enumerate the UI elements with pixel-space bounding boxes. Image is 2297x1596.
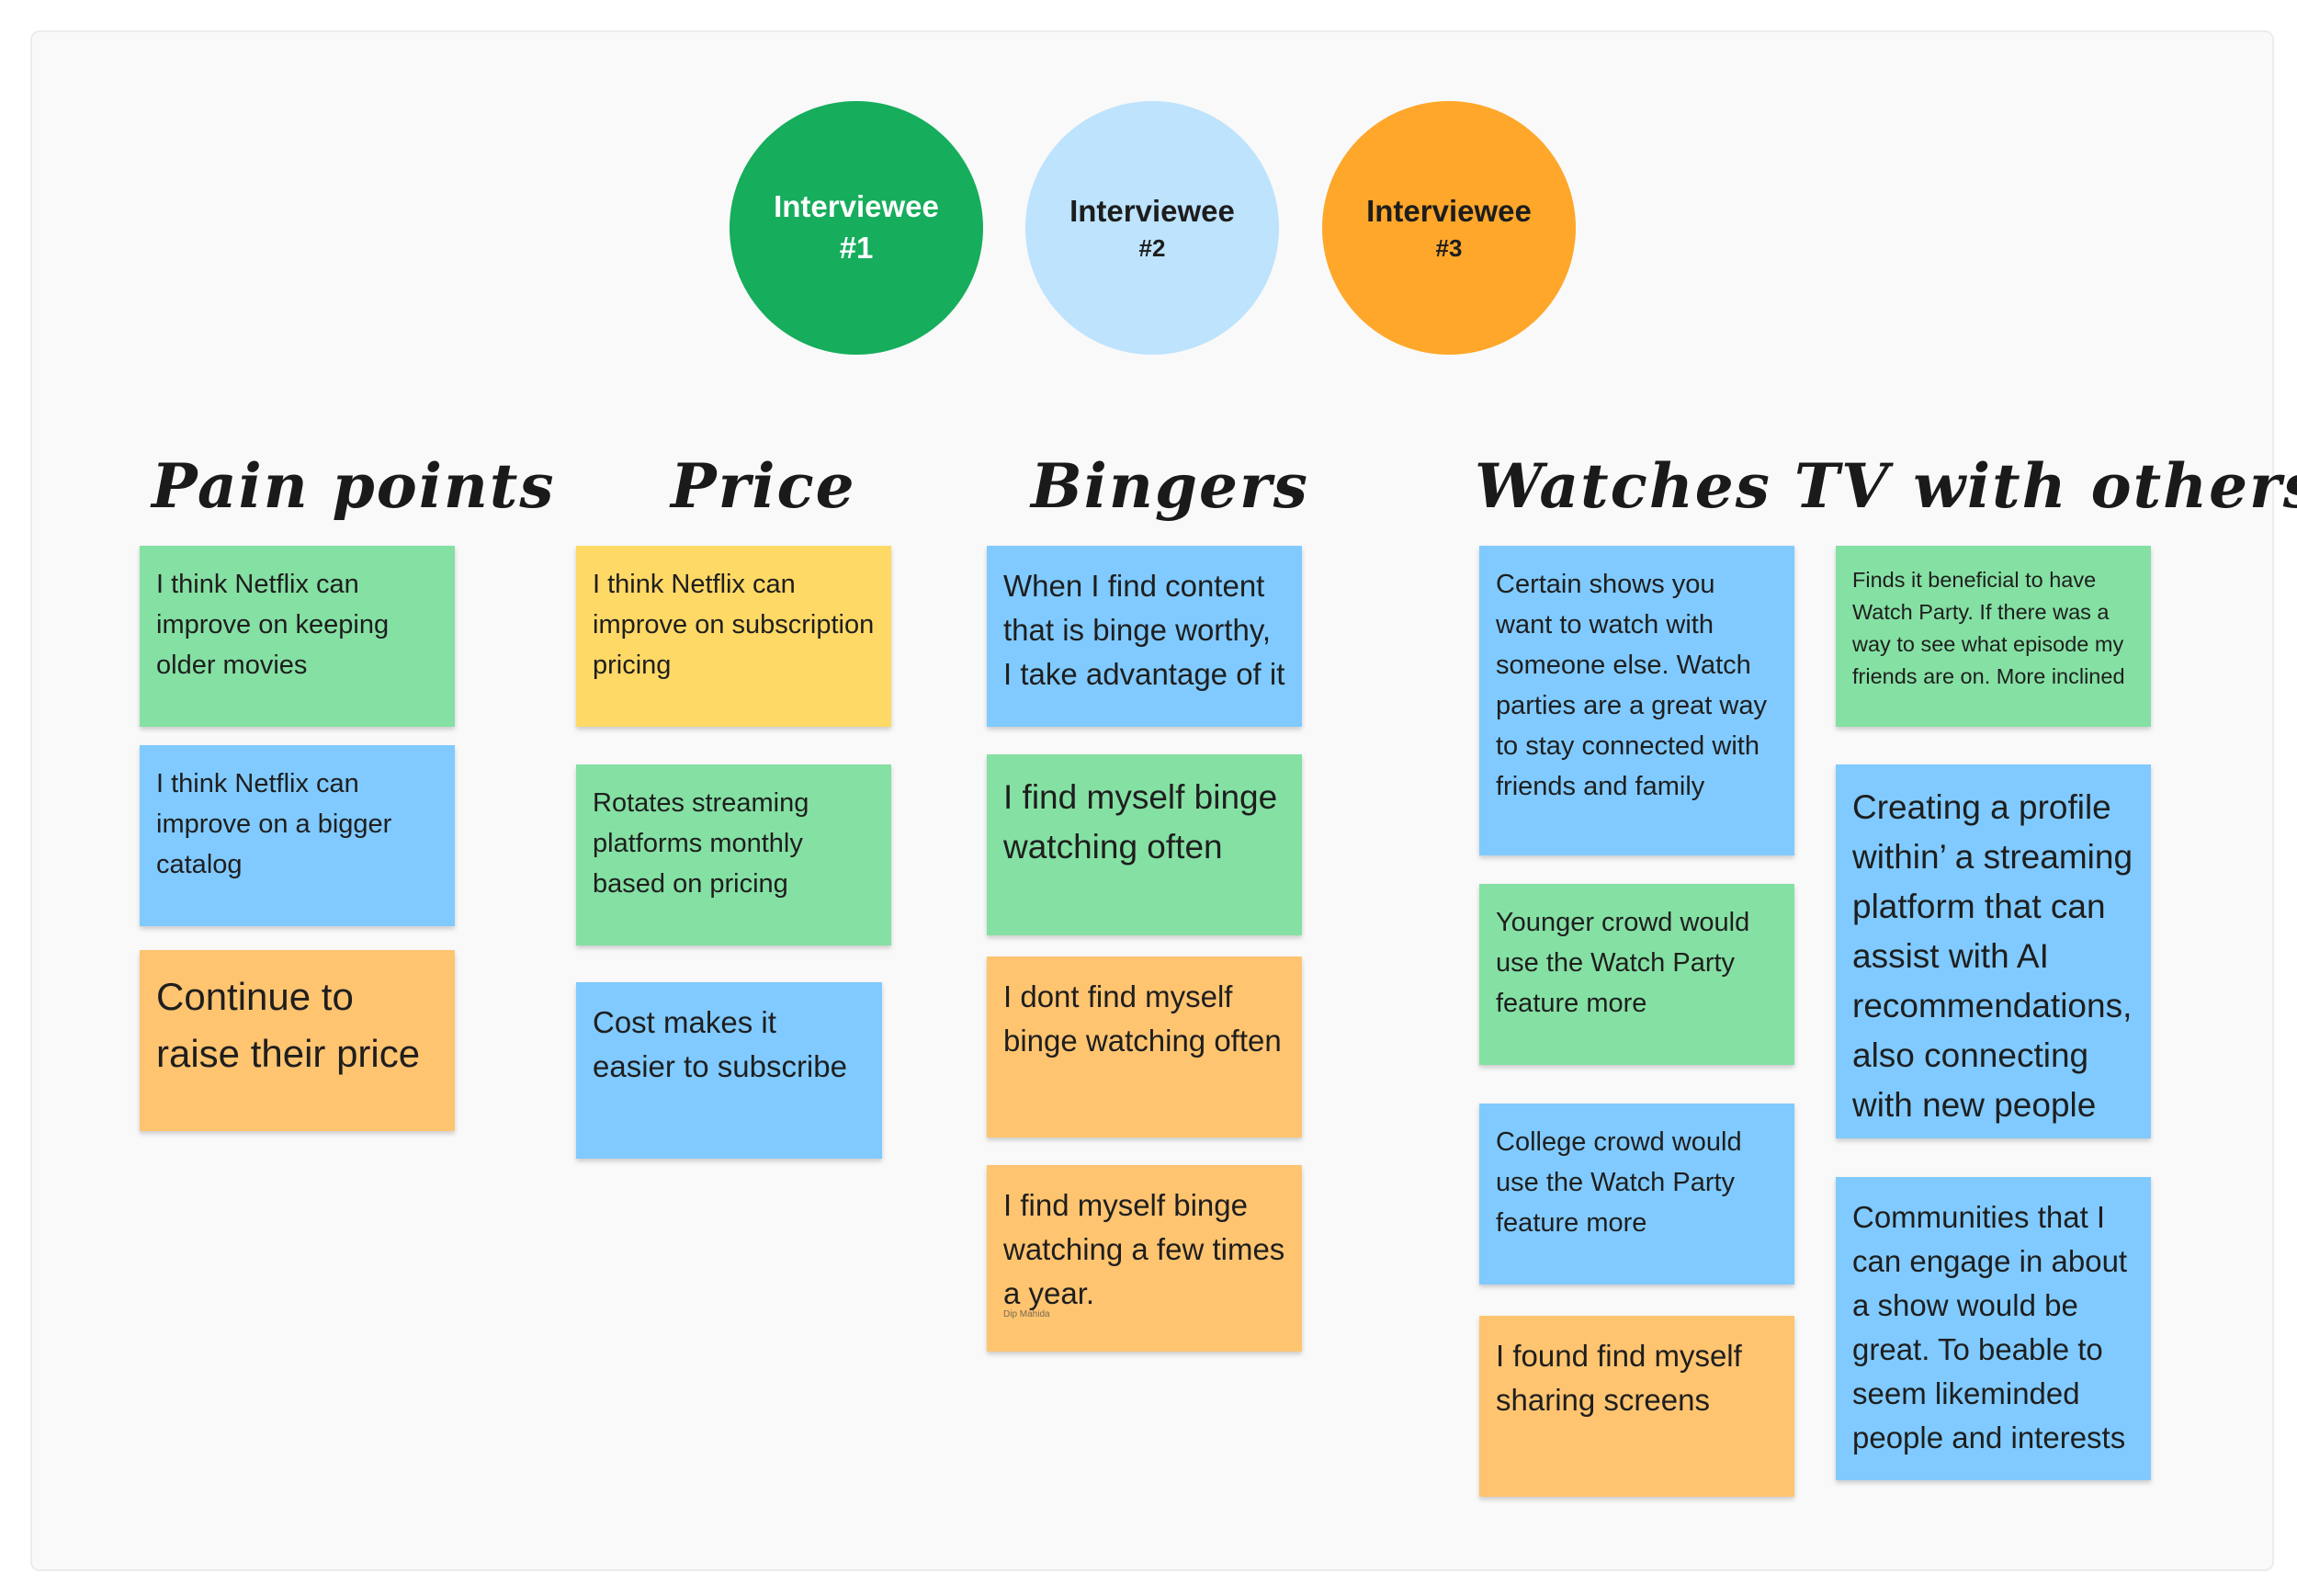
sticky-note[interactable]: Communities that I can engage in about a… <box>1836 1177 2151 1480</box>
interviewee-number: #1 <box>839 231 874 265</box>
sticky-note[interactable]: I think Netflix can improve on keeping o… <box>140 546 455 727</box>
heading-price[interactable]: Price <box>671 450 856 522</box>
interviewee-1-circle[interactable]: Interviewee #1 <box>730 101 983 355</box>
sticky-note[interactable]: College crowd would use the Watch Party … <box>1479 1104 1794 1285</box>
sticky-note-text: Certain shows you want to watch with som… <box>1496 570 1767 801</box>
sticky-note-text: When I find content that is binge worthy… <box>1003 569 1285 691</box>
sticky-note[interactable]: I think Netflix can improve on a bigger … <box>140 745 455 926</box>
sticky-note-text: I find myself binge watching often <box>1003 778 1278 866</box>
sticky-note[interactable]: Younger crowd would use the Watch Party … <box>1479 884 1794 1065</box>
sticky-note[interactable]: Certain shows you want to watch with som… <box>1479 546 1794 855</box>
interviewee-number: #3 <box>1435 233 1463 262</box>
sticky-note[interactable]: Continue to raise their price <box>140 950 455 1131</box>
sticky-note[interactable]: I found find myself sharing screens <box>1479 1316 1794 1497</box>
sticky-note-text: I dont find myself binge watching often <box>1003 979 1282 1058</box>
sticky-note-text: College crowd would use the Watch Party … <box>1496 1127 1742 1238</box>
heading-watches-tv-with-others[interactable]: Watches TV with others <box>1475 450 2297 522</box>
sticky-note[interactable]: When I find content that is binge worthy… <box>987 546 1302 727</box>
sticky-note[interactable]: I think Netflix can improve on subscript… <box>576 546 891 727</box>
sticky-note-text: Creating a profile within’ a streaming p… <box>1852 788 2133 1124</box>
sticky-note[interactable]: Cost makes it easier to subscribe <box>576 982 882 1159</box>
sticky-note[interactable]: Creating a profile within’ a streaming p… <box>1836 764 2151 1138</box>
interviewee-label: Interviewee <box>774 189 939 224</box>
interviewee-label: Interviewee <box>1366 194 1532 229</box>
heading-bingers[interactable]: Bingers <box>1031 450 1309 522</box>
sticky-note-text: I find myself binge watching a few times… <box>1003 1188 1285 1310</box>
sticky-note-text: I think Netflix can improve on keeping o… <box>156 570 390 680</box>
interviewee-number: #2 <box>1138 233 1166 262</box>
sticky-note-text: I think Netflix can improve on a bigger … <box>156 769 392 879</box>
sticky-note-text: Cost makes it easier to subscribe <box>593 1005 847 1083</box>
sticky-note-author: Dip Mahida <box>1003 1309 1050 1319</box>
sticky-note[interactable]: I find myself binge watching often <box>987 754 1302 935</box>
sticky-note-text: Communities that I can engage in about a… <box>1852 1200 2128 1455</box>
heading-pain-points[interactable]: Pain points <box>152 450 556 522</box>
interviewee-3-circle[interactable]: Interviewee #3 <box>1322 101 1576 355</box>
interviewee-2-circle[interactable]: Interviewee #2 <box>1025 101 1279 355</box>
sticky-note-text: Rotates streaming platforms monthly base… <box>593 788 809 899</box>
sticky-note[interactable]: I find myself binge watching a few times… <box>987 1165 1302 1352</box>
sticky-note-text: Younger crowd would use the Watch Party … <box>1496 908 1750 1018</box>
sticky-note-text: I found find myself sharing screens <box>1496 1339 1742 1417</box>
sticky-note[interactable]: Finds it beneficial to have Watch Party.… <box>1836 546 2151 727</box>
interviewee-label: Interviewee <box>1069 194 1235 229</box>
sticky-note[interactable]: Rotates streaming platforms monthly base… <box>576 764 891 945</box>
sticky-note-text: Finds it beneficial to have Watch Party.… <box>1852 568 2125 688</box>
sticky-note-text: I think Netflix can improve on subscript… <box>593 570 875 680</box>
sticky-note-text: Continue to raise their price <box>156 975 421 1075</box>
sticky-note[interactable]: I dont find myself binge watching often <box>987 956 1302 1138</box>
